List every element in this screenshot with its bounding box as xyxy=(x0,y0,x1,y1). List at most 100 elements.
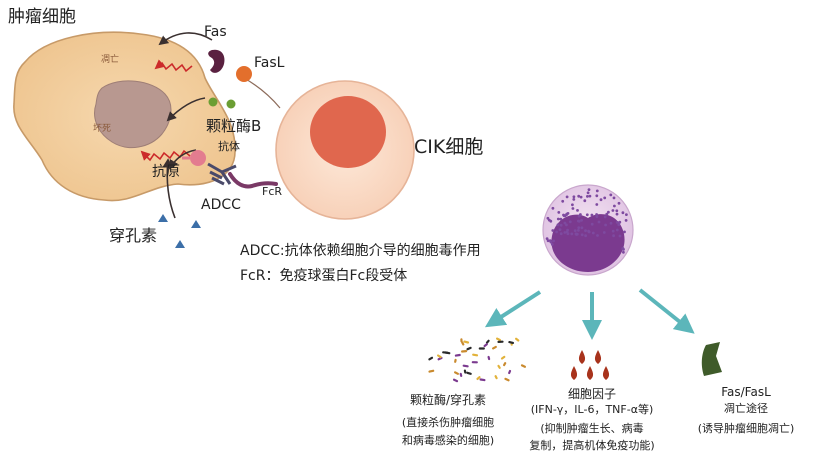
granule-dot xyxy=(590,222,594,226)
granule-dot xyxy=(595,203,599,206)
granule-dot xyxy=(549,240,553,244)
granule-dot xyxy=(618,220,622,224)
granule-dot xyxy=(605,212,609,216)
granule-mark xyxy=(444,351,451,355)
adcc-definition: ADCC:抗体依赖细胞介导的细胞毒作用 xyxy=(240,243,481,259)
lymphocyte-granules xyxy=(545,188,628,254)
granule-mark xyxy=(453,378,459,383)
granule-mark xyxy=(437,356,443,361)
granule-mark xyxy=(492,345,497,350)
granule-dot xyxy=(562,213,565,217)
granule-dot xyxy=(596,234,599,237)
granule-mark xyxy=(476,376,481,380)
granzyme-granule xyxy=(226,99,236,109)
fcr-label: FcR xyxy=(262,185,283,198)
granule-dot xyxy=(613,204,616,208)
adcc-label: ADCC xyxy=(201,197,241,213)
tumor-nucleus xyxy=(94,80,172,149)
arrow-to-granzyme xyxy=(484,290,542,328)
granule-dot xyxy=(585,213,589,217)
perforin-label: 穿孔素 xyxy=(109,226,158,245)
fas-pathway-title: Fas/FasL xyxy=(721,385,771,399)
granule-mark xyxy=(459,372,463,377)
granule-dot xyxy=(625,213,628,217)
cik-cell-label: CIK细胞 xyxy=(414,136,484,158)
granule-dot xyxy=(595,194,599,198)
granule-dot xyxy=(579,195,583,199)
granule-dot xyxy=(579,213,582,216)
necrosis-signal-arrow xyxy=(140,149,191,162)
granule-dot xyxy=(621,211,625,215)
granule-dot xyxy=(584,234,587,238)
granule-dot xyxy=(575,233,578,236)
granule-mark xyxy=(437,354,442,359)
perforin-triangle xyxy=(158,214,168,222)
granule-dot xyxy=(622,250,625,254)
apoptosis-label: 凋亡 xyxy=(101,55,120,65)
granule-dot xyxy=(556,223,560,227)
granule-dot xyxy=(590,213,594,217)
antibody xyxy=(207,162,237,186)
antibody-label: 抗体 xyxy=(218,140,240,153)
granule-dot xyxy=(584,229,587,233)
granule-dot xyxy=(617,223,621,227)
granule-dot xyxy=(563,221,567,225)
fas-receptor xyxy=(208,49,225,73)
granule-dot xyxy=(604,223,607,227)
granule-dot xyxy=(586,191,590,195)
perforin-arrow xyxy=(162,158,176,219)
granule-dot xyxy=(573,229,577,233)
cik-nucleus xyxy=(310,96,386,168)
fas-pathway-subtitle: 凋亡途径 xyxy=(724,402,768,415)
granule-mark xyxy=(462,364,469,368)
granule-dot xyxy=(577,226,581,230)
granule-dot xyxy=(563,231,567,234)
granzyme-perforin-icon xyxy=(428,337,527,383)
granule-dot xyxy=(587,230,591,234)
granule-dot xyxy=(597,220,601,224)
granule-mark xyxy=(494,375,498,380)
granule-dot xyxy=(580,226,584,230)
granule-dot xyxy=(623,230,626,234)
fas-arrow xyxy=(158,32,213,46)
fas-label: Fas xyxy=(204,24,227,40)
granule-dot xyxy=(559,223,563,227)
antigen-label: 抗原 xyxy=(152,164,180,180)
granzyme-arrow xyxy=(166,97,206,122)
cytokines-list: (IFN-γ，IL-6，TNF-α等) xyxy=(530,403,654,416)
granule-mark xyxy=(466,371,472,375)
granule-dot xyxy=(558,228,562,232)
granule-dot xyxy=(618,234,622,238)
granule-dot xyxy=(621,247,625,250)
fasl-connector xyxy=(243,77,281,109)
granzyme-perforin-desc-1: (直接杀伤肿瘤细胞 xyxy=(401,416,495,429)
granule-mark xyxy=(508,341,515,344)
granule-mark xyxy=(520,364,527,368)
granule-mark xyxy=(504,377,510,382)
granule-dot xyxy=(577,229,580,232)
granule-mark xyxy=(483,343,488,348)
granule-dot xyxy=(586,195,589,198)
cytokines-desc-1: (抑制肿瘤生长、病毒 xyxy=(540,422,644,435)
granule-dot xyxy=(576,219,580,223)
granule-dot xyxy=(571,203,574,207)
granule-dot xyxy=(595,215,599,219)
cytokines-title: 细胞因子 xyxy=(567,387,616,401)
granzyme-granule xyxy=(208,97,218,107)
granule-dot xyxy=(611,229,615,233)
apoptosis-signal-arrow xyxy=(154,59,193,73)
granule-dot xyxy=(570,232,574,236)
granule-dot xyxy=(551,206,555,210)
perforin-triangle xyxy=(175,240,185,248)
granule-mark xyxy=(463,340,470,344)
granule-dot xyxy=(599,198,603,202)
granule-dot xyxy=(607,210,610,214)
antigen xyxy=(190,150,206,166)
granule-mark xyxy=(496,337,501,342)
fcr-receptor xyxy=(228,172,278,189)
granule-dot xyxy=(565,195,569,199)
granule-dot xyxy=(624,219,628,222)
granule-dot xyxy=(617,201,621,205)
